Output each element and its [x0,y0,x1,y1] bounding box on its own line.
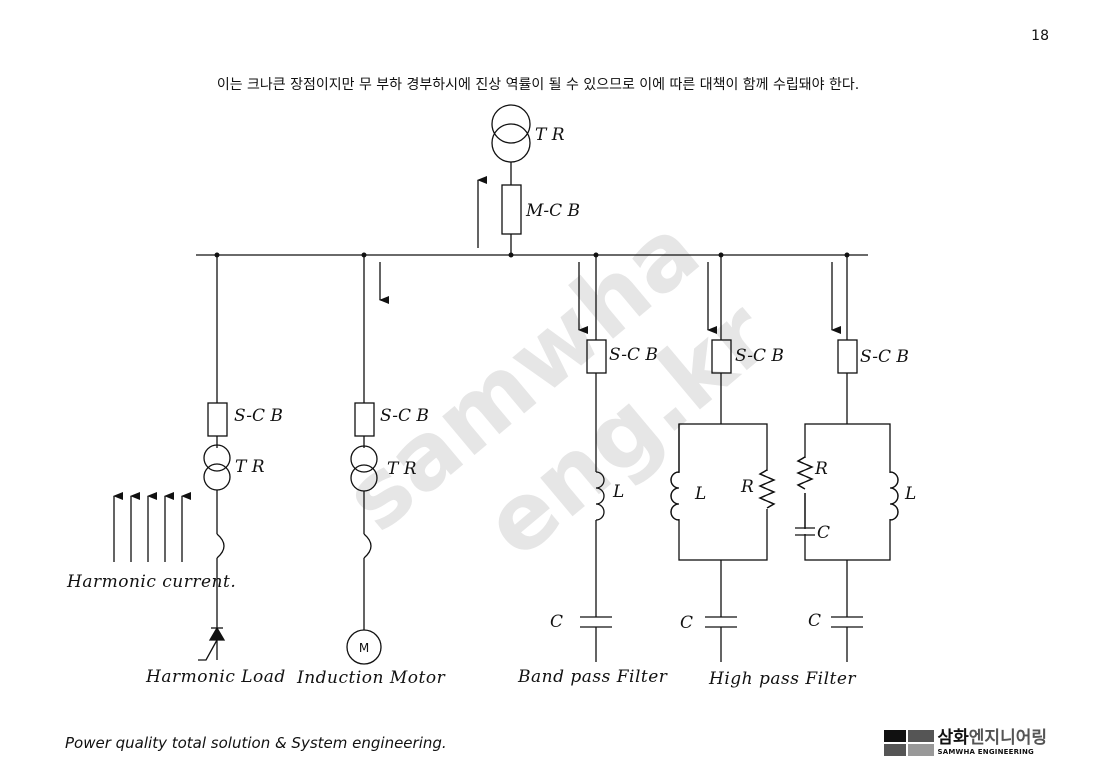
page-number: 18 [1031,28,1049,44]
label-harmonic-current: Harmonic current. [66,572,236,592]
caption-induction-motor: Induction Motor [296,668,446,688]
logo-en: SAMWHA ENGINEERING [937,748,1034,756]
caption-harmonic-load: Harmonic Load [145,667,286,687]
label-tr-1: T R [235,457,265,477]
thyristor-icon [208,626,226,641]
label-c-4: C [680,613,693,633]
motor-label: M [359,641,369,655]
label-c-5: C [808,611,821,631]
motor-icon [346,629,382,665]
branch-high-pass-2 [795,255,899,662]
main-transformer [491,104,531,163]
label-c-5-inner: C [817,523,830,543]
label-l-4: L [694,484,706,504]
label-main-breaker: M-C B [525,201,580,221]
label-main-tr: T R [535,125,565,145]
label-scb-4: S-C B [735,346,784,366]
label-r-5: R [814,459,828,479]
label-scb-2: S-C B [380,406,429,426]
label-scb-3: S-C B [609,345,658,365]
caption-high-pass: High pass Filter [708,669,856,689]
main-breaker [501,184,522,235]
logo-mark-icon [883,730,934,756]
company-logo: 삼화엔지니어링 SAMWHA ENGINEERING [883,728,1047,756]
logo-ko-main: 삼화 [937,728,969,748]
label-scb-5: S-C B [860,347,909,367]
bus-junctions [214,252,850,258]
footer-slogan: Power quality total solution & System en… [65,734,447,752]
harmonic-current-arrows [113,492,191,562]
label-tr-2: T R [387,459,417,479]
branch-band-pass [580,255,612,662]
branch-induction-motor [346,255,382,665]
label-l-5: L [904,484,916,504]
intro-text: 이는 크나큰 장점이지만 무 부하 경부하시에 진상 역률이 될 수 있으므로 … [216,77,860,93]
caption-band-pass: Band pass Filter [517,667,668,687]
label-r-4: R [740,477,754,497]
logo-ko-rest: 엔지니어링 [968,728,1047,748]
label-scb-1: S-C B [234,406,283,426]
label-l-3: L [612,482,624,502]
label-c-3: C [550,612,563,632]
branch-harmonic-load [198,255,231,661]
